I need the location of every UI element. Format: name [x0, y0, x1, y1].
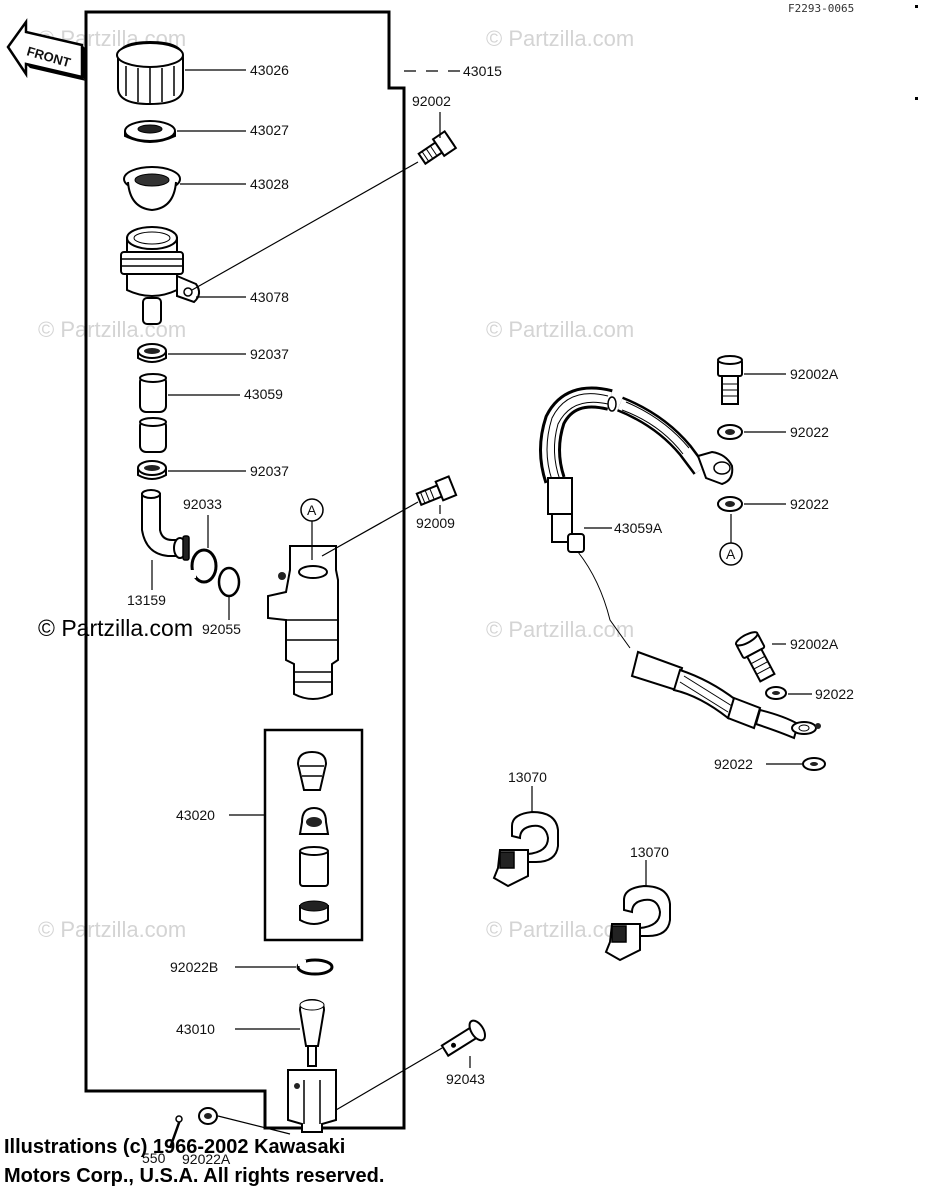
circlip-92033 [188, 548, 218, 584]
hose-clamp-92037 [137, 460, 167, 480]
brake-hose-43059A [539, 386, 821, 740]
washer-92022 [765, 686, 787, 700]
part-label-43078: 43078 [250, 289, 289, 305]
part-label-43059A: 43059A [614, 520, 663, 536]
part-label-43027: 43027 [250, 122, 289, 138]
part-label-92022B: 92022B [170, 959, 218, 975]
part-label-43059: 43059 [244, 386, 283, 402]
part-label-92037-upper: 92037 [250, 346, 289, 362]
part-label-92022A: 92022A [182, 1151, 231, 1167]
ref-marker-label: A [726, 546, 736, 562]
reservoir-cap-43026 [116, 40, 184, 106]
washer-92022A [198, 1107, 218, 1125]
part-label-43028: 43028 [250, 176, 289, 192]
part-label-92002A-top: 92002A [790, 366, 839, 382]
part-label-43026: 43026 [250, 62, 289, 78]
stray-mark [915, 97, 918, 100]
part-label-13070-a: 13070 [508, 769, 547, 785]
cotter-pin-550 [168, 1115, 183, 1149]
part-label-92022-4: 92022 [714, 756, 753, 772]
part-label-550: 550 [142, 1150, 166, 1166]
hose-clamp-13070 [492, 810, 559, 888]
stray-mark [915, 5, 918, 8]
piston-kit-43020-box [263, 728, 364, 942]
part-label-92002: 92002 [412, 93, 451, 109]
diaphragm-43028 [123, 166, 181, 212]
part-label-43010: 43010 [176, 1021, 215, 1037]
copyright-line-1: Illustrations (c) 1966-2002 Kawasaki [4, 1136, 346, 1158]
piston-kit-43020-parts [296, 750, 330, 925]
watermark-text: © Partzilla.com [486, 617, 634, 642]
master-cylinder-body [267, 545, 339, 700]
part-label-92022-3: 92022 [815, 686, 854, 702]
part-label-92055: 92055 [202, 621, 241, 637]
hose-clamp-92037 [137, 343, 167, 363]
watermark-main: © Partzilla.com [38, 615, 193, 641]
bolt-92009 [415, 475, 458, 507]
part-label-92022-2: 92022 [790, 496, 829, 512]
part-label-13070-b: 13070 [630, 844, 669, 860]
drawing-code: F2293-0065 [788, 2, 854, 15]
watermark-text: © Partzilla.com [486, 26, 634, 51]
assembly-43015-frame [84, 10, 406, 1130]
part-label-92022-1: 92022 [790, 424, 829, 440]
circlip-92022B [296, 958, 334, 976]
washer-92022 [802, 757, 826, 771]
banjo-bolt-92002A [734, 631, 776, 683]
bolt-92002 [417, 130, 458, 166]
washer-92022 [717, 424, 743, 440]
part-label-13159: 13159 [127, 592, 166, 608]
diaphragm-plate-43027 [124, 120, 176, 143]
part-label-92009: 92009 [416, 515, 455, 531]
part-label-92043: 92043 [446, 1071, 485, 1087]
reservoir-hose-43059 [139, 373, 167, 453]
o-ring-92055 [217, 566, 241, 598]
leader-line [321, 501, 419, 557]
ref-marker-label: A [307, 502, 317, 518]
reservoir-43078 [120, 226, 200, 325]
part-label-92033: 92033 [183, 496, 222, 512]
front-arrow-icon: FRONT [6, 18, 86, 81]
copyright-line-2: Motors Corp., U.S.A. All rights reserved… [4, 1165, 385, 1187]
watermark-text: © Partzilla.com [38, 917, 186, 942]
leader-line [217, 1115, 291, 1135]
elbow-fitting-13159 [141, 489, 190, 561]
banjo-bolt-92002A [717, 355, 743, 405]
leader-line [335, 1047, 443, 1111]
washer-92022 [717, 496, 743, 512]
part-label-92037-lower: 92037 [250, 463, 289, 479]
watermark-text: © Partzilla.com [486, 317, 634, 342]
part-label-43020: 43020 [176, 807, 215, 823]
part-label-92002A-bottom: 92002A [790, 636, 839, 652]
hose-clamp-13070 [604, 884, 671, 962]
watermark-text: © Partzilla.com [38, 317, 186, 342]
leader-line [191, 161, 419, 291]
part-label-43015: 43015 [463, 63, 502, 79]
push-rod-43010 [287, 998, 337, 1133]
pin-92043 [440, 1019, 487, 1058]
